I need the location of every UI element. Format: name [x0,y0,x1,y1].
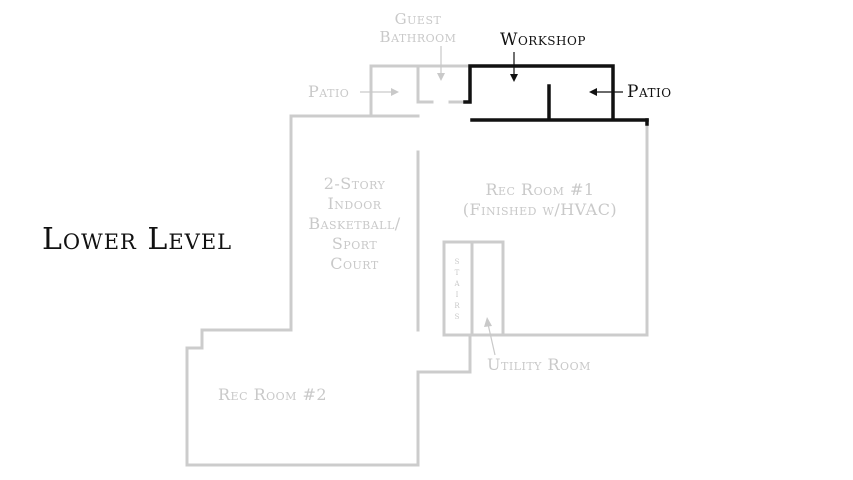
patio-right-label: Patio [627,82,672,102]
patio-left-arrow [360,88,399,96]
utility-room-walls [470,240,505,337]
court-wall-top [289,114,420,332]
grey-walls [185,64,649,467]
rec-room-1-walls [501,120,649,337]
guest-bathroom-line-2: Bathroom [379,28,457,46]
court-line-5: Court [330,254,379,273]
workshop-outline [463,64,615,120]
stairs-walls [442,240,474,337]
stairs-letter: I [455,291,459,299]
patio-right-arrow [589,88,623,96]
workshop-arrow [510,52,518,82]
stairs-letter: T [454,269,460,277]
basketball-court-label: 2-Story Indoor Basketball/ Sport Court [291,174,418,274]
guest-bathroom-line-1: Guest [394,10,442,28]
stairs-letter: S [454,258,460,266]
pointer-arrows [360,46,623,356]
court-line-4: Sport [331,234,378,253]
lower-corridor-wall [416,333,472,432]
patio-left-label: Patio [308,82,350,101]
stairs-letter: R [454,302,460,310]
workshop-label: Workshop [500,30,586,50]
patio-left-wall [369,64,472,118]
guest-bathroom-label: Guest Bathroom [366,10,470,46]
rec-room-2-walls [185,328,420,467]
utility-room-arrow [484,317,496,356]
stairs-letter: S [454,313,460,321]
workshop-walls [463,64,649,126]
rec-room-2-label: Rec Room #2 [218,385,328,404]
court-line-2: Indoor [327,194,382,213]
stairs-letter: A [454,280,460,288]
rec-room-1-line-2: (Finished w/HVAC) [462,200,618,219]
level-title: Lower Level [42,222,233,257]
rec-room-1-label: Rec Room #1 (Finished w/HVAC) [440,180,640,220]
utility-room-label: Utility Room [487,355,591,374]
bathroom-arrow [437,46,445,81]
rec-room-1-line-1: Rec Room #1 [485,180,595,199]
court-line-3: Basketball/ [308,214,401,233]
court-line-1: 2-Story [323,174,386,193]
